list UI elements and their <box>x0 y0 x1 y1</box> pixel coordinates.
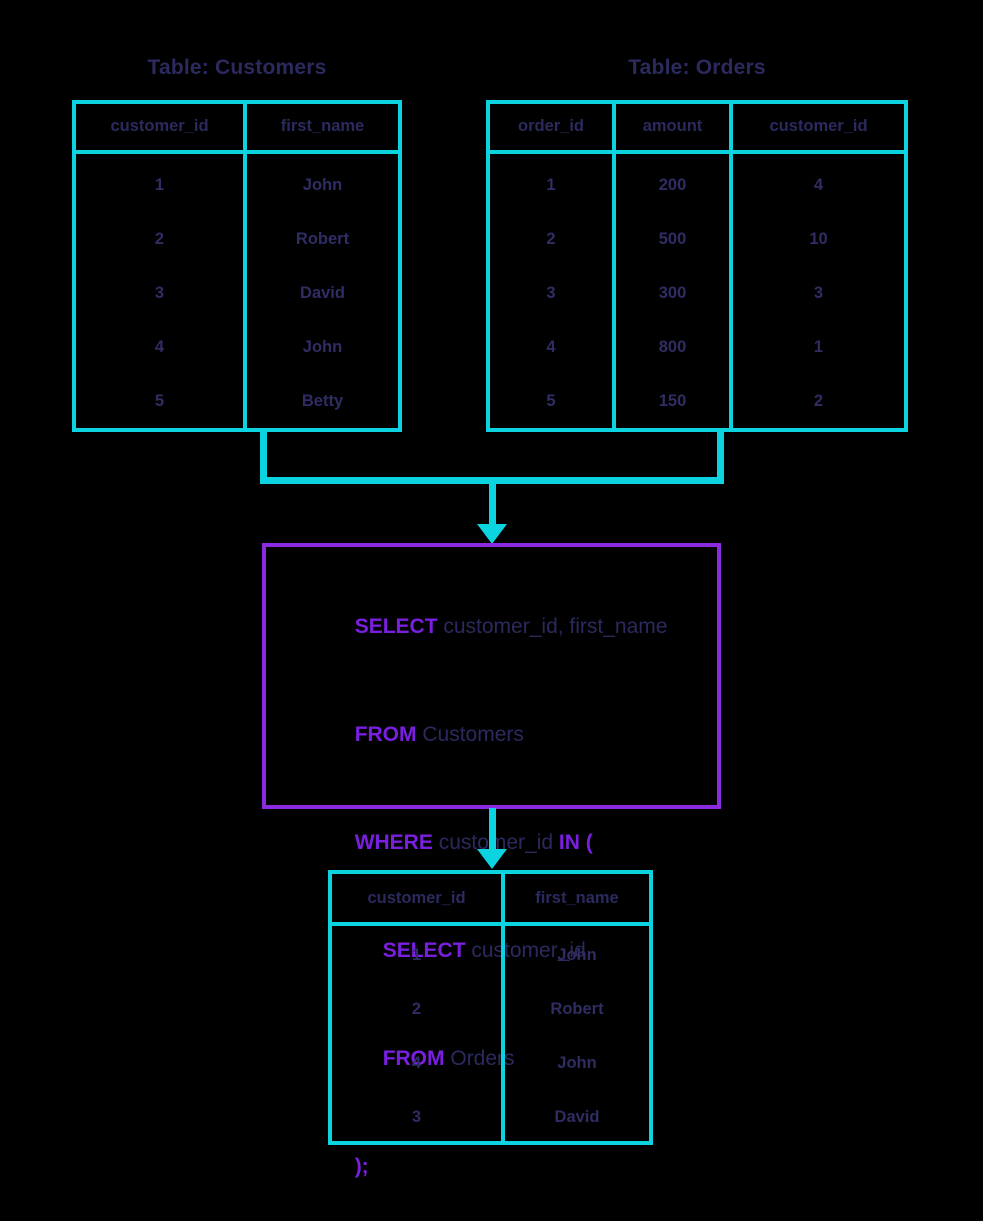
table-cell: 1 <box>546 175 556 194</box>
result-header-row: customer_id first_name <box>332 874 649 926</box>
table-cell: 2 <box>813 391 824 410</box>
table-cell: 5 <box>154 391 165 410</box>
sql-line: FROM Orders <box>308 1005 707 1113</box>
customers-body: 1 2 3 4 5 John Robert David John Betty <box>76 154 398 428</box>
connector-to-result-table <box>489 808 496 853</box>
customers-col-first-name: John Robert David John Betty <box>243 154 398 428</box>
table-cell: Robert <box>550 999 604 1018</box>
sql-line: SELECT customer_id, first_name <box>308 573 707 681</box>
customers-table: customer_id first_name 1 2 3 4 5 John Ro… <box>72 100 402 432</box>
table-cell: 5 <box>546 391 556 410</box>
table-cell: 1 <box>813 337 824 356</box>
orders-table-title: Table: Orders <box>628 56 766 79</box>
table-cell: John <box>557 1053 597 1072</box>
sql-keyword: SELECT <box>354 615 438 638</box>
column-header: amount <box>642 116 703 135</box>
table-cell: Betty <box>301 391 344 410</box>
arrow-down-icon <box>477 849 507 869</box>
connector-stub-customers <box>260 432 267 483</box>
result-table: customer_id first_name 1 2 4 3 John Robe… <box>328 870 653 1145</box>
sql-text: Customers <box>416 723 524 746</box>
table-cell: 4 <box>813 175 824 194</box>
result-col-customer-id: 1 2 4 3 <box>332 926 501 1144</box>
sql-text: Orders <box>444 1047 515 1070</box>
orders-header-col-customer-id: customer_id <box>729 104 904 150</box>
table-cell: 200 <box>658 175 687 194</box>
table-cell: David <box>554 1107 600 1126</box>
table-cell: John <box>557 945 597 964</box>
column-header: customer_id <box>367 888 466 907</box>
table-cell: John <box>302 337 343 356</box>
table-cell: David <box>300 283 345 302</box>
table-cell: 3 <box>813 283 824 302</box>
sql-keyword: ); <box>354 1155 369 1178</box>
sql-code-block: SELECT customer_id, first_name FROM Cust… <box>308 573 707 1221</box>
result-header-col-customer-id: customer_id <box>332 874 501 922</box>
orders-col-order-id: 1 2 3 4 5 <box>490 154 612 428</box>
sql-line: WHERE customer_id IN ( <box>308 789 707 897</box>
table-cell: 2 <box>154 229 165 248</box>
connector-join-bar <box>260 477 724 484</box>
sql-keyword: FROM <box>354 723 417 746</box>
column-header: first_name <box>280 116 365 135</box>
orders-body: 1 2 3 4 5 200 500 300 800 150 4 10 3 1 2 <box>490 154 904 428</box>
orders-header-col-amount: amount <box>612 104 729 150</box>
orders-table: order_id amount customer_id 1 2 3 4 5 20… <box>486 100 908 432</box>
result-body: 1 2 4 3 John Robert John David <box>332 926 649 1144</box>
connector-to-sql-box <box>489 483 496 528</box>
customers-table-title: Table: Customers <box>147 56 327 79</box>
customers-col-customer-id: 1 2 3 4 5 <box>76 154 243 428</box>
customers-header-col-first-name: first_name <box>243 104 398 150</box>
column-header: order_id <box>517 116 585 135</box>
table-cell: 300 <box>658 283 687 302</box>
orders-header-row: order_id amount customer_id <box>490 104 904 154</box>
table-cell: 1 <box>411 945 422 964</box>
sql-keyword: WHERE <box>354 831 433 854</box>
table-cell: 2 <box>546 229 556 248</box>
sql-query-box: SELECT customer_id, first_name FROM Cust… <box>262 543 721 1178</box>
column-header: customer_id <box>110 116 209 135</box>
table-cell: 1 <box>154 175 165 194</box>
orders-header-col-order-id: order_id <box>490 104 612 150</box>
table-cell: 2 <box>411 999 422 1018</box>
table-cell: 800 <box>658 337 687 356</box>
customers-header-row: customer_id first_name <box>76 104 398 154</box>
sql-line: SELECT customer_id <box>308 897 707 1005</box>
table-cell: 4 <box>154 337 165 356</box>
connector-stub-orders <box>717 432 724 483</box>
arrow-down-icon <box>477 524 507 544</box>
sql-text: customer_id, first_name <box>437 615 668 638</box>
table-cell: Robert <box>295 229 350 248</box>
table-cell: 3 <box>546 283 556 302</box>
orders-col-amount: 200 500 300 800 150 <box>612 154 729 428</box>
table-cell: 3 <box>411 1107 422 1126</box>
sql-keyword: IN ( <box>558 831 593 854</box>
column-header: customer_id <box>769 116 868 135</box>
sql-keyword: SELECT <box>382 939 466 962</box>
table-cell: 150 <box>658 391 687 410</box>
orders-col-customer-id: 4 10 3 1 2 <box>729 154 904 428</box>
table-cell: 4 <box>411 1053 422 1072</box>
table-cell: 10 <box>809 229 828 248</box>
table-cell: John <box>302 175 343 194</box>
sql-line: FROM Customers <box>308 681 707 789</box>
table-cell: 3 <box>154 283 165 302</box>
sql-keyword: FROM <box>382 1047 445 1070</box>
sql-text: customer_id <box>465 939 586 962</box>
result-header-col-first-name: first_name <box>501 874 649 922</box>
customers-header-col-customer-id: customer_id <box>76 104 243 150</box>
table-cell: 500 <box>658 229 687 248</box>
table-cell: 4 <box>546 337 556 356</box>
sql-line: ); <box>308 1113 707 1221</box>
result-col-first-name: John Robert John David <box>501 926 649 1144</box>
column-header: first_name <box>535 888 619 907</box>
